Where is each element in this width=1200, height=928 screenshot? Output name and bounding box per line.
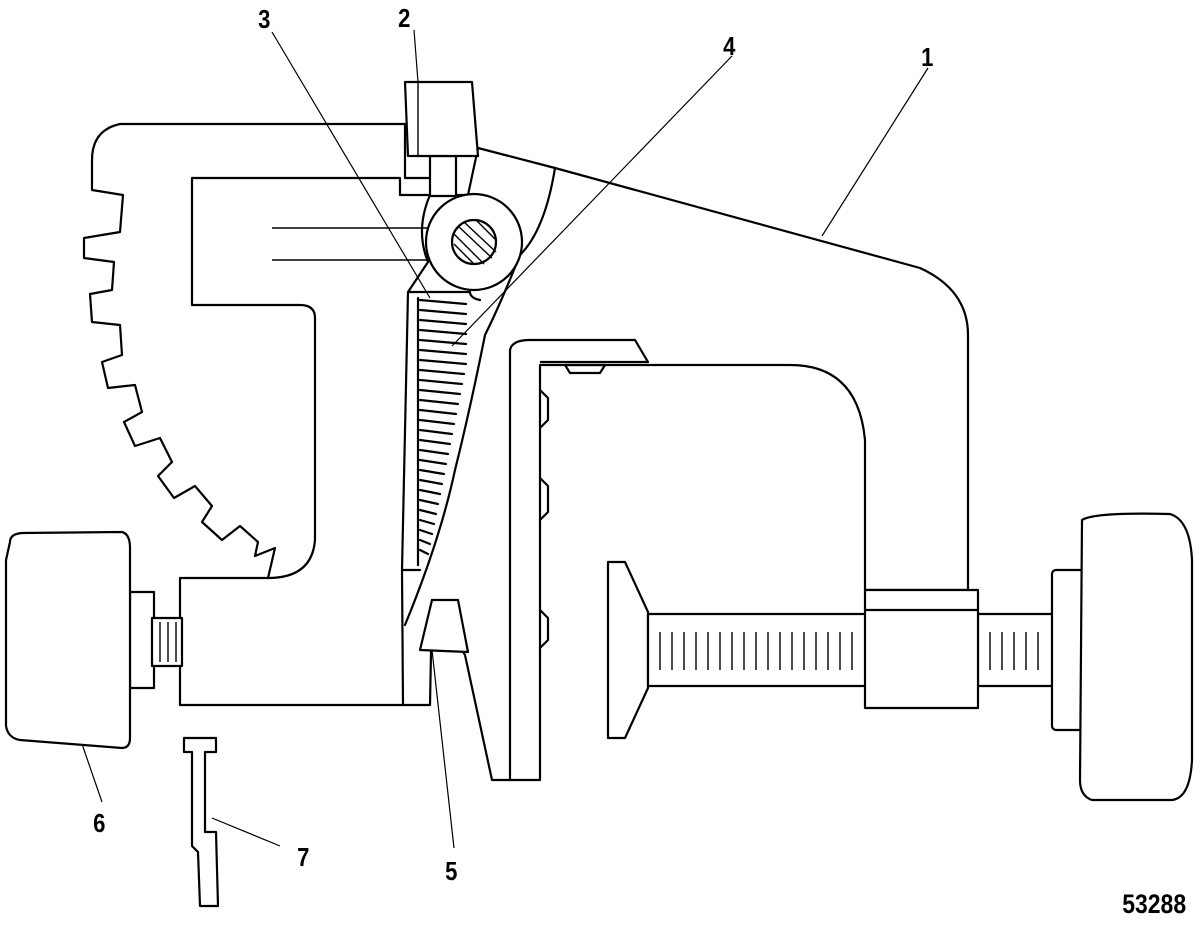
callout-2: 2 [398, 3, 411, 33]
bracket-cutaway [272, 166, 557, 627]
clamp-screw [606, 560, 1062, 740]
screw-threads [659, 632, 1039, 670]
leader-1 [821, 67, 929, 237]
leader-3 [271, 31, 431, 299]
spring [416, 296, 468, 567]
top-screw [403, 80, 480, 198]
right-knob [1050, 512, 1194, 802]
leader-5 [431, 649, 455, 849]
left-knob [4, 530, 184, 750]
leader-2 [413, 29, 419, 83]
retaining-pin [182, 736, 220, 908]
leader-lines [81, 29, 929, 849]
wedge-block [418, 598, 470, 654]
clamp-jaw [508, 338, 650, 782]
callout-4: 4 [723, 31, 736, 61]
callout-1: 1 [921, 42, 934, 72]
leader-4 [451, 55, 733, 347]
pivot-pin [424, 192, 524, 292]
leader-7 [211, 817, 281, 847]
callout-7: 7 [297, 842, 310, 872]
figure-number: 53288 [1122, 889, 1186, 919]
callout-3: 3 [258, 4, 271, 34]
callout-5: 5 [445, 856, 458, 886]
leader-6 [81, 743, 103, 803]
callout-6: 6 [93, 808, 106, 838]
